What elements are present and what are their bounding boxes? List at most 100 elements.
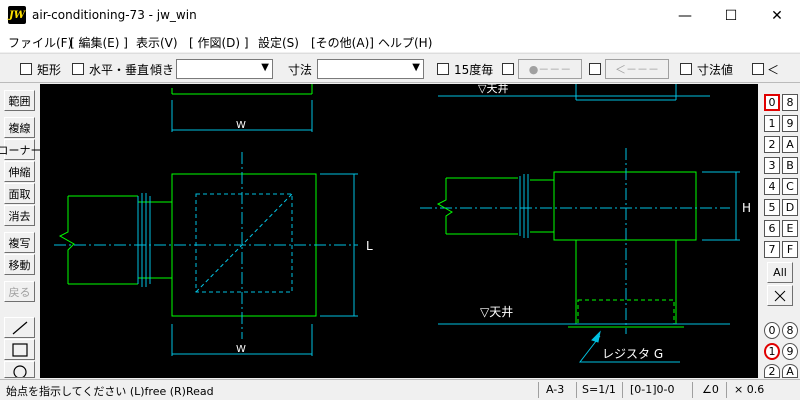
horiz-vert-label: 水平・垂直 (89, 63, 150, 77)
neck (575, 240, 677, 324)
close-button[interactable]: ✕ (771, 7, 783, 24)
layer-panel: 0 8 1 9 2 A 3 B 4 C 5 D 6 E 7 F All 0 8 … (758, 84, 800, 378)
menu-other[interactable]: [その他(A)] (311, 36, 374, 50)
layer-8-button[interactable]: 8 (782, 94, 798, 111)
leader-arrow (591, 330, 601, 343)
tool-chamfer-button[interactable]: 面取 (4, 183, 35, 204)
h-dimension (702, 171, 740, 241)
flange-right (519, 174, 529, 238)
minimize-button[interactable]: — (678, 7, 692, 24)
status-paper[interactable]: A-3 (546, 383, 565, 396)
layer-3-button[interactable]: 3 (764, 157, 780, 174)
layer-6-button[interactable]: 6 (764, 220, 780, 237)
status-separator (576, 382, 577, 398)
rectangle-icon (11, 342, 28, 357)
inlet-duct-left (68, 195, 172, 285)
group-a-button[interactable]: A (782, 364, 798, 378)
layer-f-button[interactable]: F (782, 241, 798, 258)
window-title: air-conditioning-73 - jw_win (32, 8, 197, 22)
group-9-button[interactable]: 9 (782, 343, 798, 360)
toolbar: 矩形 水平・垂直 傾き ▼ 寸法 ▼ 15度毎 ●－－－ ＜－－－ 寸法値 ＜ (0, 53, 800, 83)
cad-drawing: W L W (54, 84, 751, 363)
diffuser-inner (195, 193, 293, 293)
slope-combo[interactable]: ▼ (176, 59, 273, 79)
lt-label: ＜ (767, 63, 780, 77)
layer-7-button[interactable]: 7 (764, 241, 780, 258)
tool-erase-button[interactable]: 消去 (4, 205, 35, 226)
layer-a-button[interactable]: A (782, 136, 798, 153)
menu-edit[interactable]: [ 編集(E) ] (70, 36, 128, 50)
layer-d-button[interactable]: D (782, 199, 798, 216)
top-stub-right (575, 84, 677, 101)
layer-1-button[interactable]: 1 (764, 115, 780, 132)
line-tool-button[interactable] (4, 317, 35, 338)
register-leader (578, 335, 680, 363)
app-icon: JW (8, 6, 26, 24)
layer-c-button[interactable]: C (782, 178, 798, 195)
menu-help[interactable]: ヘルプ(H) (378, 36, 433, 50)
tool-stretch-button[interactable]: 伸縮 (4, 161, 35, 182)
layer-5-button[interactable]: 5 (764, 199, 780, 216)
inner-diagonal (195, 193, 293, 293)
status-layer[interactable]: [0-1]0-0 (630, 383, 675, 396)
circle-icon (12, 364, 27, 377)
menu-view[interactable]: 表示(V) (136, 36, 178, 50)
point-checkbox[interactable] (502, 63, 514, 75)
status-message: 始点を指示してください (L)free (R)Read (6, 385, 214, 398)
group-2-button[interactable]: 2 (764, 364, 780, 378)
dimension-combo[interactable]: ▼ (317, 59, 424, 79)
chevron-down-icon: ▼ (412, 62, 420, 73)
drawing-canvas[interactable]: W L W (40, 84, 758, 378)
lt-checkbox[interactable] (752, 63, 764, 75)
layer-9-button[interactable]: 9 (782, 115, 798, 132)
label-w-top: W (236, 120, 246, 131)
group-8-button[interactable]: 8 (782, 322, 798, 339)
layer-b-button[interactable]: B (782, 157, 798, 174)
status-zoom[interactable]: × 0.6 (734, 383, 765, 396)
rect-checkbox[interactable] (20, 63, 32, 75)
chevron-down-icon: ▼ (261, 62, 269, 73)
layer-2-button[interactable]: 2 (764, 136, 780, 153)
label-w-bottom: W (236, 344, 246, 355)
left-tool-panel: 範囲 複線 コーナー 伸縮 面取 消去 複写 移動 戻る (0, 84, 42, 378)
menu-draw[interactable]: [ 作図(D) ] (189, 36, 249, 50)
ceiling-label-mid: ▽天井 (480, 305, 513, 319)
layer-0-button[interactable]: 0 (764, 94, 780, 111)
horiz-vert-checkbox[interactable] (72, 63, 84, 75)
label-l: L (366, 239, 373, 253)
top-dimension (171, 100, 313, 132)
layer-invert-button[interactable] (767, 285, 793, 306)
line-icon (12, 321, 27, 334)
maximize-button[interactable]: ☐ (724, 7, 738, 24)
tool-range-button[interactable]: 範囲 (4, 90, 35, 111)
layer-e-button[interactable]: E (782, 220, 798, 237)
dim-value-checkbox[interactable] (680, 63, 692, 75)
arrow-line-button[interactable]: ＜－－－ (605, 59, 669, 79)
circle-tool-button[interactable] (4, 361, 35, 378)
point-line-button[interactable]: ●－－－ (518, 59, 582, 79)
menu-file[interactable]: ファイル(F) (8, 36, 73, 50)
status-angle[interactable]: ∠0 (702, 383, 719, 396)
tool-move-button[interactable]: 移動 (4, 254, 35, 275)
label-h: H (742, 201, 751, 215)
tool-offset-button[interactable]: 複線 (4, 117, 35, 138)
layer-all-button[interactable]: All (767, 262, 793, 283)
tool-copy-button[interactable]: 複写 (4, 232, 35, 253)
rect-tool-button[interactable] (4, 339, 35, 360)
tool-undo-button[interactable]: 戻る (4, 281, 35, 302)
tool-corner-button[interactable]: コーナー (0, 139, 42, 160)
group-1-button[interactable]: 1 (764, 343, 780, 360)
deg15-label: 15度毎 (454, 63, 494, 77)
arrow-checkbox[interactable] (589, 63, 601, 75)
group-0-button[interactable]: 0 (764, 322, 780, 339)
l-dimension (320, 173, 358, 317)
status-scale[interactable]: S=1/1 (582, 383, 616, 396)
slope-label: 傾き (150, 63, 175, 77)
side-box (553, 171, 697, 241)
menu-settings[interactable]: 設定(S) (258, 36, 299, 50)
layer-4-button[interactable]: 4 (764, 178, 780, 195)
status-bar: 始点を指示してください (L)free (R)Read A-3 S=1/1 [0… (0, 379, 800, 400)
title-bar: JW air-conditioning-73 - jw_win — ☐ ✕ (0, 0, 800, 31)
deg15-checkbox[interactable] (437, 63, 449, 75)
break-mark-left (58, 196, 75, 284)
